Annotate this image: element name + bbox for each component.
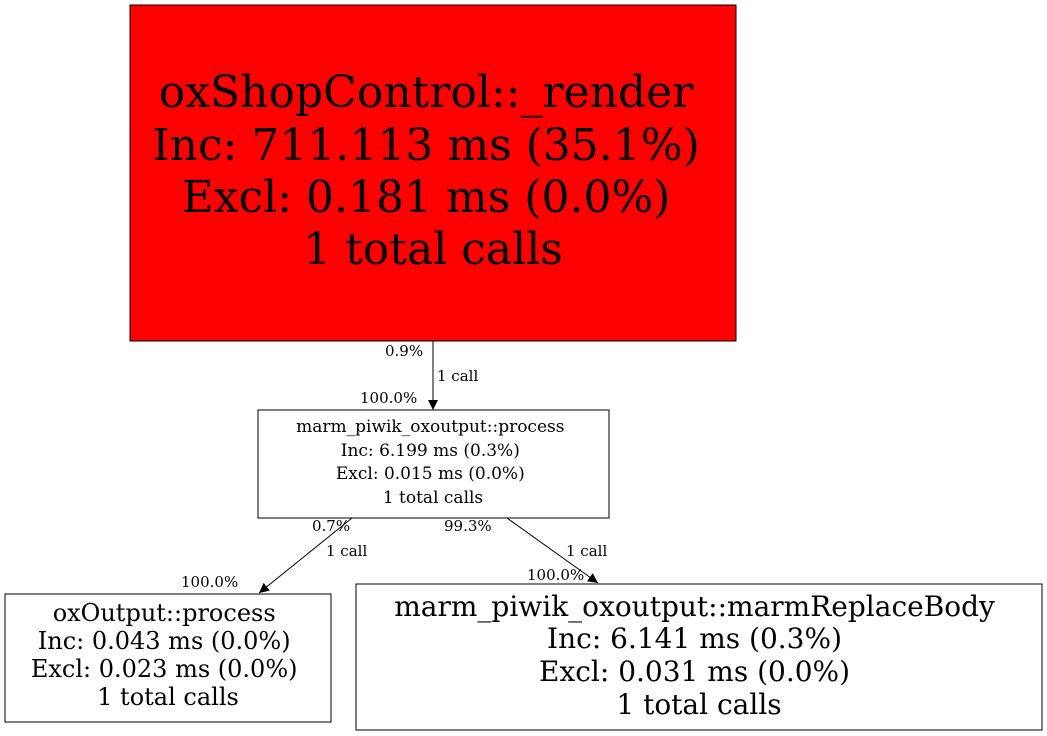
node-box (355, 583, 1043, 731)
edge-call-count: 1 call (437, 367, 478, 385)
edge-head-percent: 100.0% (527, 566, 584, 584)
edge-process-to-oxoutput[interactable]: 0.7% 1 call 100.0% (181, 517, 367, 594)
node-box (129, 4, 737, 342)
node-exclusive-time: Excl: 0.015 ms (0.0%) (336, 464, 525, 484)
node-function-name: oxShopControl::_render (159, 67, 694, 118)
edge-call-count: 1 call (326, 542, 367, 560)
node-render[interactable]: oxShopControl::_render Inc: 711.113 ms (… (129, 4, 737, 342)
node-inclusive-time: Inc: 6.199 ms (0.3%) (341, 441, 520, 461)
node-exclusive-time: Excl: 0.023 ms (0.0%) (31, 655, 298, 683)
svg-text:marm_piwik_oxoutput::process: marm_piwik_oxoutput::process Inc: 6.199 … (296, 417, 570, 508)
node-box (257, 409, 610, 519)
node-exclusive-time: Excl: 0.181 ms (0.0%) (182, 172, 671, 223)
node-inclusive-time: Inc: 0.043 ms (0.0%) (38, 627, 291, 655)
node-call-count: 1 total calls (616, 688, 781, 721)
node-function-name: marm_piwik_oxoutput::marmReplaceBody (394, 590, 995, 623)
edge-tail-percent: 0.9% (385, 342, 423, 360)
svg-text:oxOutput::process Inc: 0: oxOutput::process Inc: 0.043 ms (0.0%) E… (31, 599, 305, 711)
node-function-name: marm_piwik_oxoutput::process (296, 417, 564, 437)
edge-process-to-replace-body[interactable]: 99.3% 1 call 100.0% (444, 517, 607, 584)
node-exclusive-time: Excl: 0.031 ms (0.0%) (539, 655, 850, 688)
edge-tail-percent: 0.7% (312, 517, 350, 535)
svg-text:marm_piwik_oxoutput::marmRepla: marm_piwik_oxoutput::marmReplaceBody Inc… (394, 590, 1004, 721)
node-box (4, 593, 332, 723)
svg-text:oxShopControl::_render I: oxShopControl::_render Inc: 711.113 ms (… (152, 67, 714, 275)
edge-head-percent: 100.0% (181, 573, 238, 591)
node-inclusive-time: Inc: 6.141 ms (0.3%) (547, 622, 842, 655)
node-call-count: 1 total calls (303, 224, 563, 275)
node-call-count: 1 total calls (383, 488, 483, 508)
node-marm-process[interactable]: marm_piwik_oxoutput::process Inc: 6.199 … (257, 409, 610, 519)
node-replace-body[interactable]: marm_piwik_oxoutput::marmReplaceBody Inc… (355, 583, 1043, 731)
node-function-name: oxOutput::process (53, 599, 276, 627)
edge-head-percent: 100.0% (360, 389, 417, 407)
edge-render-to-process[interactable]: 0.9% 1 call 100.0% (360, 341, 478, 410)
node-inclusive-time: Inc: 711.113 ms (35.1%) (152, 120, 700, 171)
edge-tail-percent: 99.3% (444, 517, 492, 535)
node-call-count: 1 total calls (97, 683, 239, 711)
edge-call-count: 1 call (566, 542, 607, 560)
node-oxoutput-process[interactable]: oxOutput::process Inc: 0.043 ms (0.0%) E… (4, 593, 332, 723)
